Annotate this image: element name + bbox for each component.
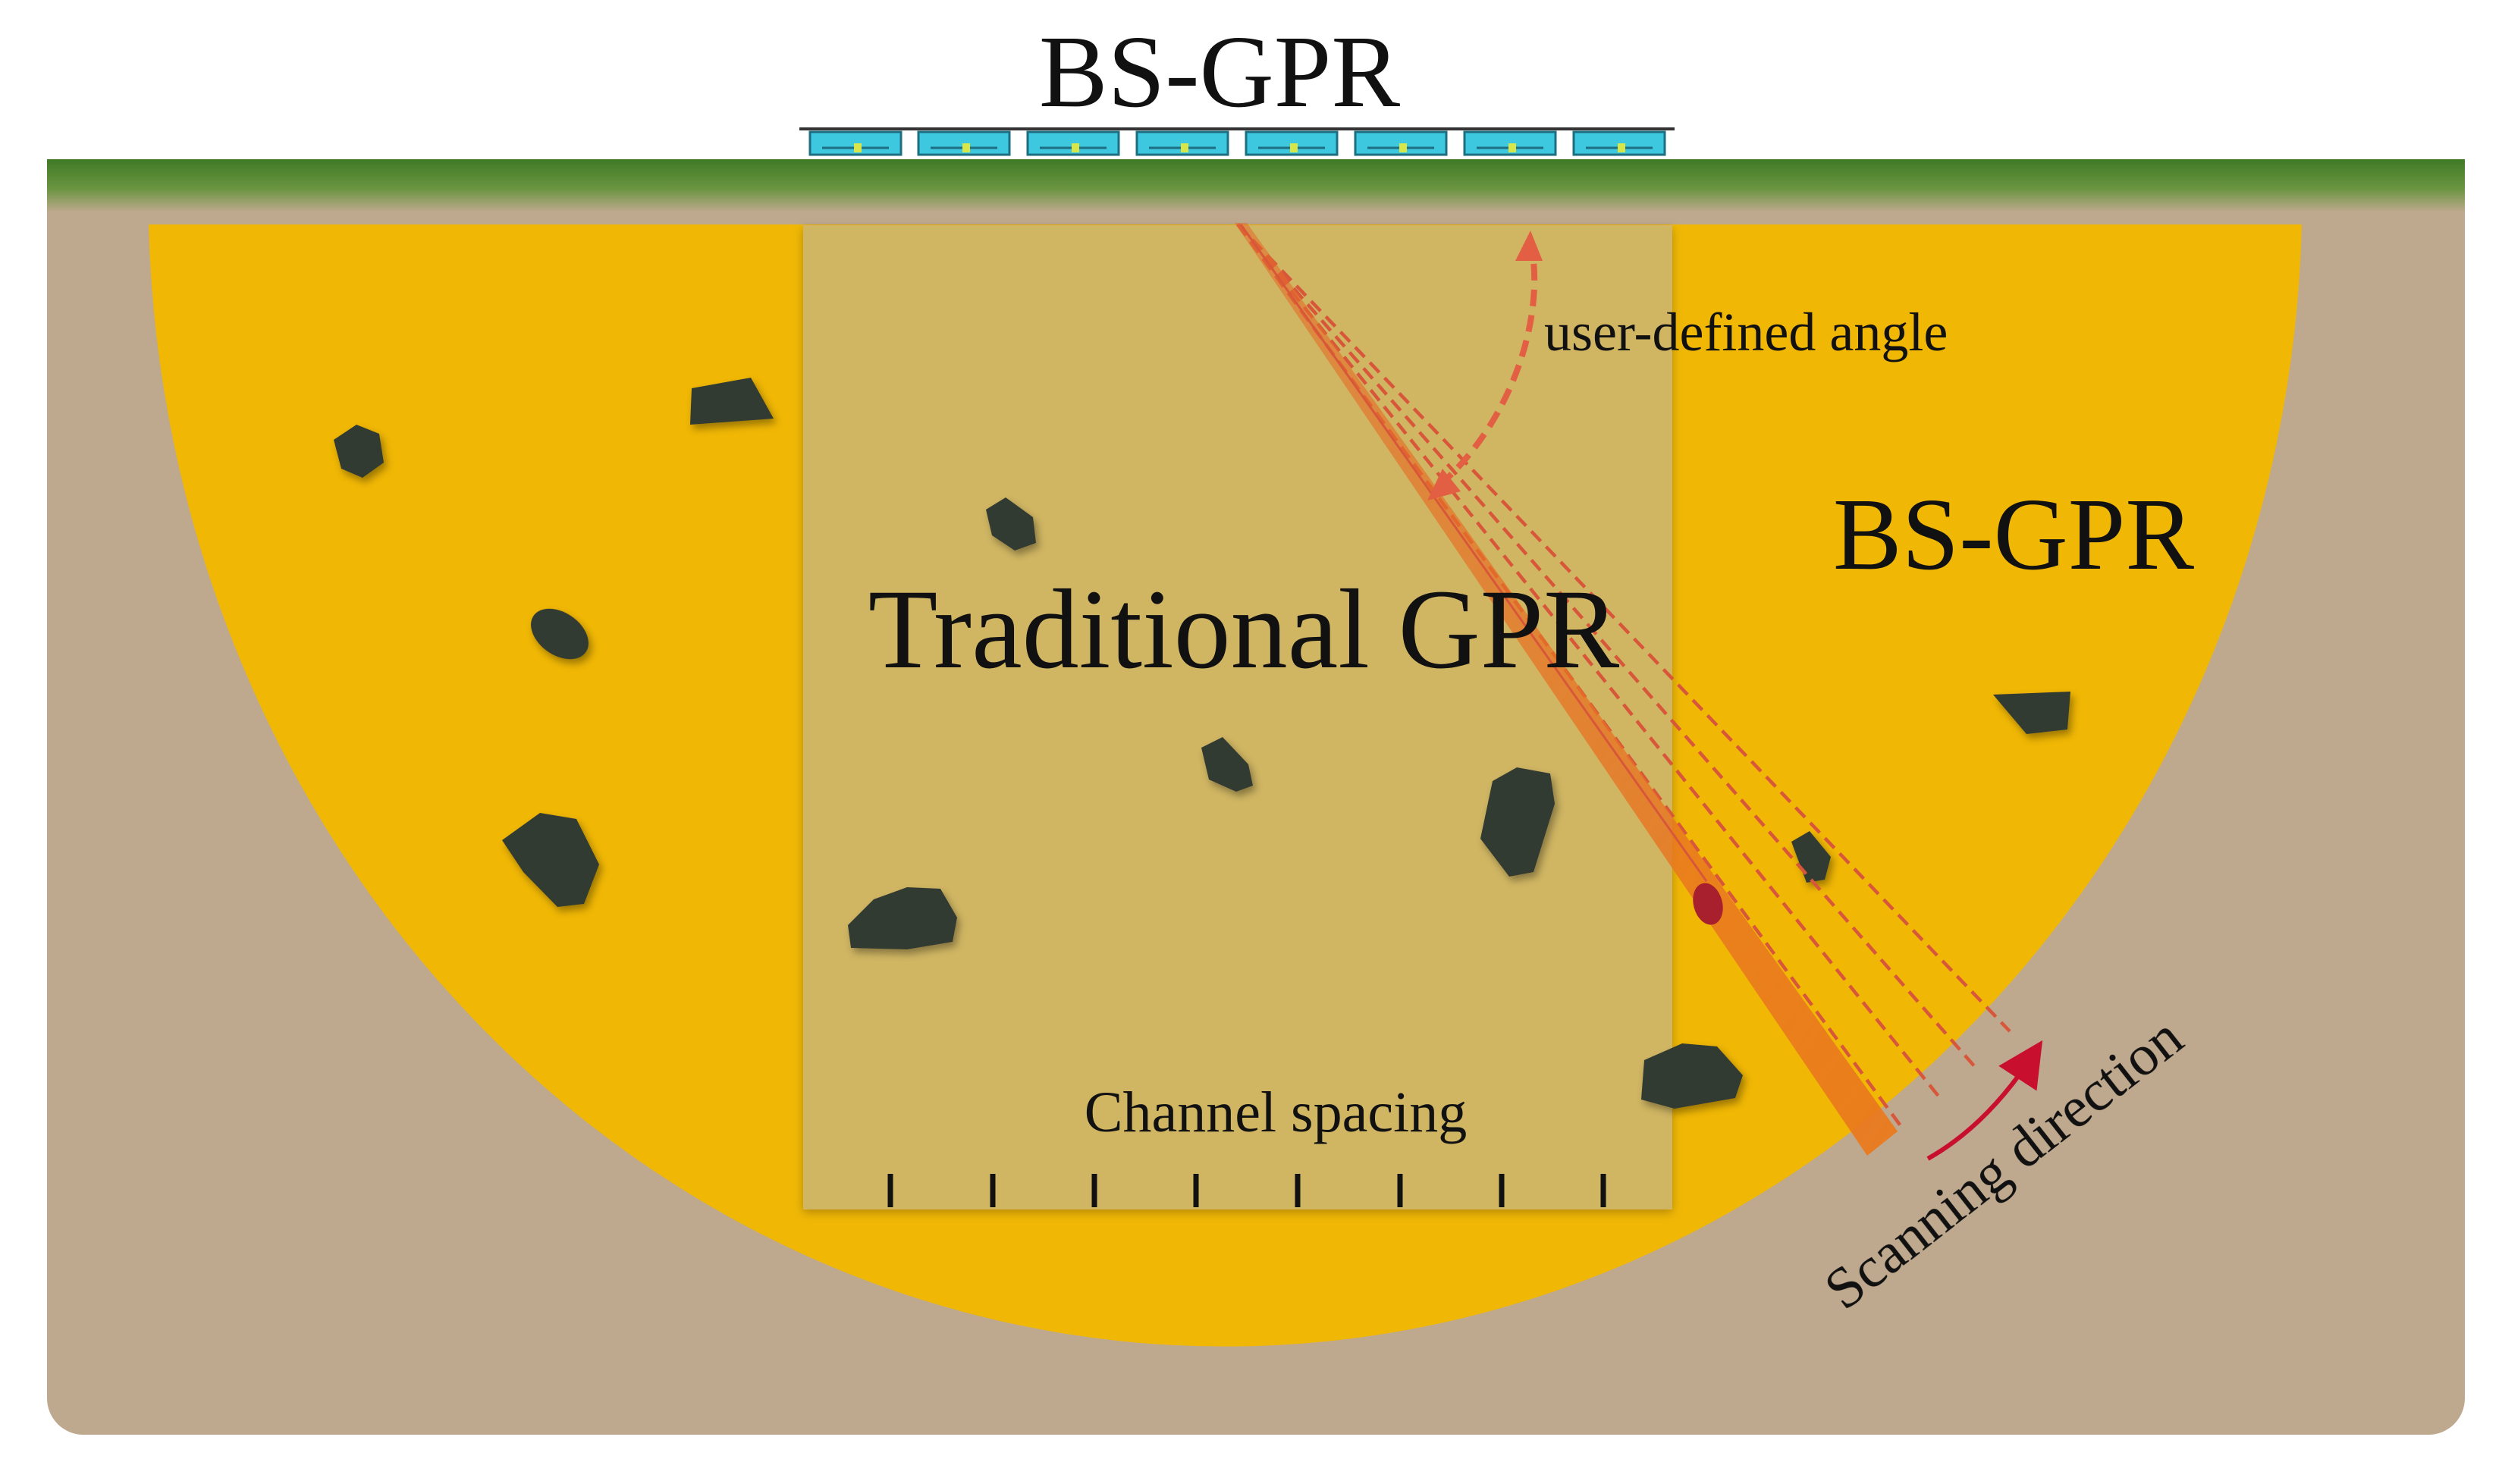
antenna-unit bbox=[917, 130, 1011, 156]
antenna-unit bbox=[1135, 130, 1229, 156]
rock bbox=[502, 813, 599, 907]
beam-dashed-line bbox=[1236, 223, 1942, 1100]
scanning-direction-arrow-icon bbox=[1926, 1040, 2043, 1161]
angle-label: user-defined angle bbox=[1544, 302, 1948, 362]
angle-arc bbox=[1437, 240, 1538, 488]
beam-target bbox=[1693, 883, 1723, 925]
angle-arrow-bottom-icon bbox=[1427, 469, 1461, 500]
rock bbox=[1480, 767, 1555, 877]
antenna-array bbox=[799, 127, 1675, 156]
grass-surface bbox=[47, 159, 2465, 212]
antenna-unit bbox=[1463, 130, 1557, 156]
main-beam-centerline bbox=[1239, 224, 1708, 882]
antenna-unit bbox=[1245, 130, 1339, 156]
channel-spacing-ticks bbox=[887, 1174, 1606, 1207]
traditional-gpr-area bbox=[803, 225, 1672, 1209]
channel-spacing-label: Channel spacing bbox=[1085, 1081, 1467, 1144]
rock bbox=[1791, 831, 1831, 883]
antenna-unit bbox=[808, 130, 903, 156]
rock bbox=[1201, 737, 1253, 792]
rocks bbox=[334, 378, 2070, 1109]
main-beam bbox=[1235, 223, 1898, 1156]
antenna-unit bbox=[1354, 130, 1448, 156]
rock bbox=[690, 378, 774, 425]
rock bbox=[1993, 692, 2070, 734]
traditional-gpr-label: Traditional GPR bbox=[868, 566, 1619, 692]
rock bbox=[334, 425, 384, 478]
angle-arrow-top-icon bbox=[1515, 231, 1543, 261]
rock bbox=[531, 608, 589, 660]
rock bbox=[1641, 1043, 1743, 1109]
right-title: BS-GPR bbox=[1833, 478, 2194, 591]
beam-dashed-line bbox=[1236, 223, 1977, 1069]
rock bbox=[986, 497, 1036, 551]
antenna-unit bbox=[1572, 130, 1666, 156]
beam-dashed-line bbox=[1236, 223, 2011, 1033]
antenna-unit bbox=[1026, 130, 1120, 156]
rock bbox=[848, 887, 957, 949]
top-title: BS-GPR bbox=[1039, 15, 1400, 129]
